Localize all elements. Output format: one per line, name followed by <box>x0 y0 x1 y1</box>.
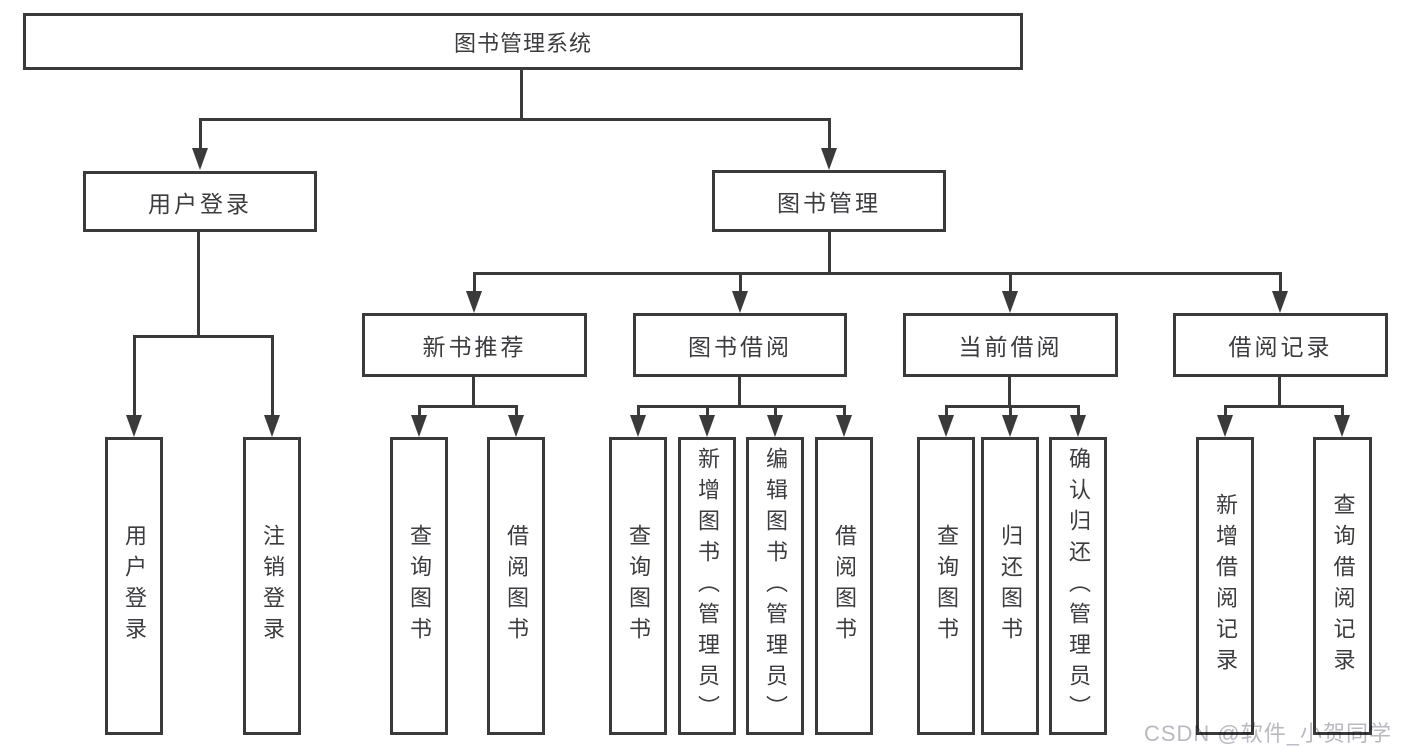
arrowhead-down <box>767 415 783 437</box>
connector-line-vertical <box>519 68 523 121</box>
connector-line-vertical <box>636 407 640 418</box>
connector-line-horizontal <box>636 405 846 408</box>
leaf-newbooks-query-books: 查询图书 <box>390 437 448 735</box>
arrowhead-down <box>126 415 142 437</box>
connector-line-horizontal <box>944 405 1080 408</box>
connector-line-vertical <box>132 337 136 418</box>
arrowhead-down <box>821 148 837 170</box>
leaf-newbooks-borrow-books: 借阅图书 <box>487 437 545 735</box>
leaf-borrowing-edit-books-admin: 编辑图书（管理员） <box>746 437 804 735</box>
arrowhead-down <box>1002 415 1018 437</box>
arrowhead-down <box>732 291 748 313</box>
connector-line-vertical <box>472 274 476 294</box>
arrowhead-down <box>192 148 208 170</box>
connector-line-vertical <box>773 407 777 418</box>
connector-line-vertical <box>1223 407 1227 418</box>
connector-line-vertical <box>1008 274 1012 294</box>
arrowhead-down <box>264 415 280 437</box>
node-book-management: 图书管理 <box>712 170 946 232</box>
leaf-borrowing-add-books-admin: 新增图书（管理员） <box>678 437 736 735</box>
connector-line-horizontal <box>132 335 274 338</box>
node-borrow-records: 借阅记录 <box>1173 313 1388 377</box>
connector-line-vertical <box>471 377 475 408</box>
leaf-records-add-borrow-record: 新增借阅记录 <box>1196 437 1254 735</box>
arrowhead-down <box>836 415 852 437</box>
connector-line-vertical <box>827 232 831 275</box>
connector-line-horizontal <box>417 405 518 408</box>
connector-line-vertical <box>842 407 846 418</box>
connector-line-vertical <box>1278 377 1281 408</box>
connector-line-horizontal <box>473 272 1282 275</box>
node-library-management-system: 图书管理系统 <box>23 13 1023 70</box>
connector-line-vertical <box>827 120 831 150</box>
connector-line-vertical <box>944 407 948 418</box>
connector-line-vertical <box>514 407 518 418</box>
connector-line-vertical <box>1076 407 1080 418</box>
node-user-login: 用户登录 <box>83 171 317 232</box>
arrowhead-down <box>411 415 427 437</box>
leaf-logout: 注销登录 <box>243 437 301 735</box>
connector-line-horizontal <box>198 118 831 121</box>
connector-line-vertical <box>738 274 742 294</box>
arrowhead-down <box>466 291 482 313</box>
arrowhead-down <box>1002 291 1018 313</box>
leaf-current-return-books: 归还图书 <box>981 437 1039 735</box>
connector-line-vertical <box>197 232 200 338</box>
connector-line-vertical <box>1008 407 1012 418</box>
arrowhead-down <box>630 415 646 437</box>
arrowhead-down <box>699 415 715 437</box>
node-new-book-recommend: 新书推荐 <box>362 313 587 377</box>
leaf-records-query-borrow-record: 查询借阅记录 <box>1313 437 1372 735</box>
connector-line-vertical <box>1278 274 1282 294</box>
connector-line-vertical <box>1340 407 1344 418</box>
node-current-borrowing: 当前借阅 <box>903 313 1118 377</box>
node-book-borrowing: 图书借阅 <box>633 313 847 377</box>
leaf-borrowing-borrow-books: 借阅图书 <box>815 437 873 735</box>
arrowhead-down <box>1334 415 1350 437</box>
csdn-watermark: CSDN @软件_小贺同学 <box>1143 721 1392 746</box>
arrowhead-down <box>938 415 954 437</box>
leaf-current-query-books: 查询图书 <box>917 437 975 735</box>
connector-line-vertical <box>737 377 741 408</box>
arrowhead-down <box>1070 415 1086 437</box>
arrowhead-down <box>1272 291 1288 313</box>
connector-line-horizontal <box>1223 405 1344 408</box>
connector-line-vertical <box>270 337 274 418</box>
leaf-current-confirm-return-admin: 确认归还（管理员） <box>1049 437 1107 735</box>
connector-line-vertical <box>1008 377 1011 408</box>
connector-line-vertical <box>198 120 202 150</box>
leaf-user-login: 用户登录 <box>105 437 163 735</box>
connector-line-vertical <box>705 407 709 418</box>
arrowhead-down <box>1217 415 1233 437</box>
arrowhead-down <box>508 415 524 437</box>
leaf-borrowing-query-books: 查询图书 <box>609 437 667 735</box>
connector-line-vertical <box>417 407 421 418</box>
